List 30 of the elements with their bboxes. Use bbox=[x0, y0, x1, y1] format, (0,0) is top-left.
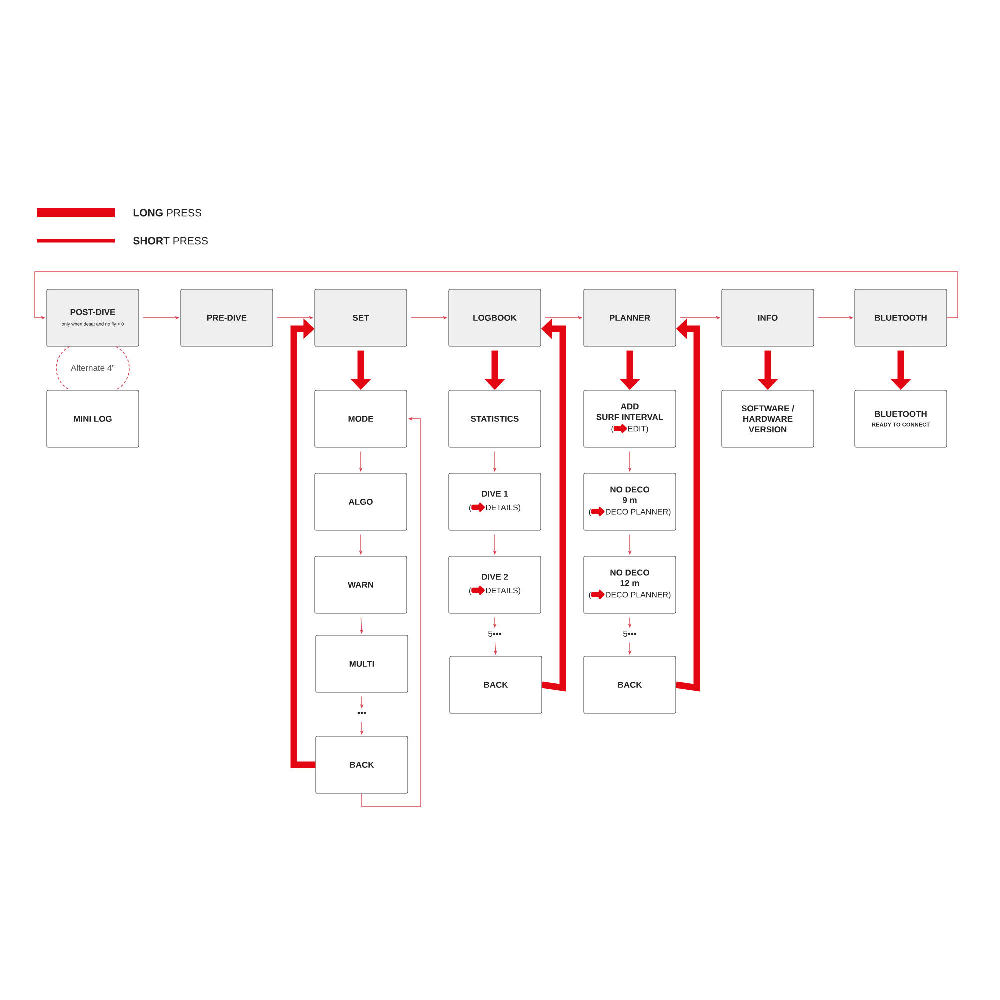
submenu-box: STATISTICS bbox=[448, 390, 542, 448]
menu-box: PRE-DIVE bbox=[180, 289, 274, 347]
submenu-box: NO DECO 9 m ( DECO PLANNER) bbox=[584, 473, 676, 531]
submenu-box: MODE bbox=[314, 390, 408, 448]
submenu-box: DIVE 2 ( DETAILS) bbox=[448, 556, 542, 614]
submenu-box: BACK bbox=[450, 656, 542, 714]
ellipsis-text: 5••• bbox=[488, 631, 502, 637]
menu-box: PLANNER bbox=[584, 289, 676, 347]
submenu-box: ADD SURF INTERVAL ( EDIT) bbox=[584, 390, 676, 448]
ellipsis-text: ••• bbox=[358, 712, 366, 714]
arrow bbox=[290, 318, 316, 768]
menu-box: SET bbox=[314, 289, 408, 347]
submenu-box: BACK bbox=[316, 736, 408, 794]
menu-box: BLUETOOTH bbox=[854, 289, 948, 347]
submenu-box: WARN bbox=[314, 556, 408, 614]
menu-box: INFO bbox=[722, 289, 814, 347]
submenu-box: ALGO bbox=[314, 473, 408, 531]
submenu-box: SOFTWARE / HARDWARE VERSION bbox=[722, 390, 814, 448]
submenu-box: MULTI bbox=[316, 635, 408, 693]
menu-box: LOGBOOK bbox=[448, 289, 542, 347]
submenu-box: NO DECO 12 m ( DECO PLANNER) bbox=[584, 556, 676, 614]
dashed-arc bbox=[116, 346, 130, 391]
alternate-label: Alternate 4” bbox=[71, 364, 115, 372]
legend-label: SHORT PRESS bbox=[134, 237, 208, 245]
ellipsis-text: 5••• bbox=[624, 631, 636, 637]
submenu-box: DIVE 1 ( DETAILS) bbox=[448, 473, 542, 531]
submenu-box: BACK bbox=[584, 656, 676, 714]
dashed-arc bbox=[56, 346, 70, 391]
legend-label: LONG PRESS bbox=[134, 209, 202, 217]
submenu-box: MINI LOG bbox=[46, 390, 140, 448]
